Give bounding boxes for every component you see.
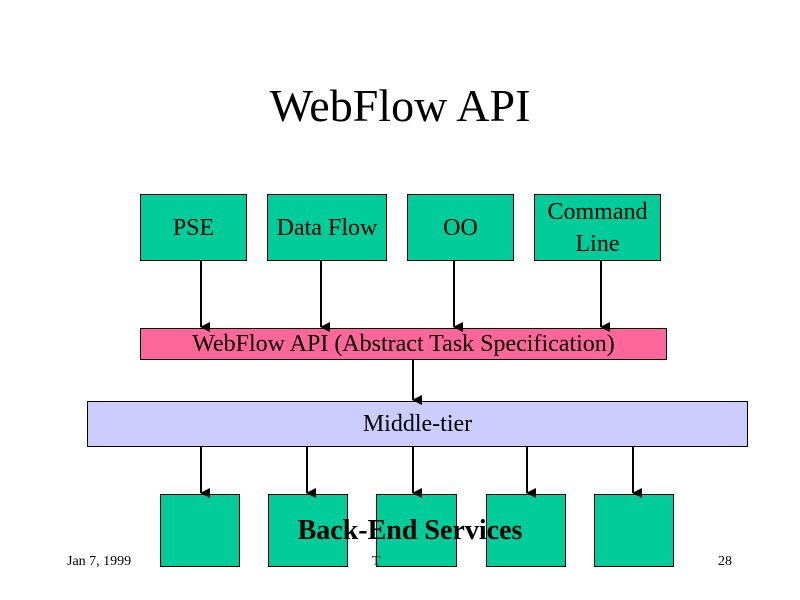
backend-service-box xyxy=(268,494,348,567)
slide-title: WebFlow API xyxy=(269,80,531,131)
pse-label: PSE xyxy=(172,214,215,241)
footer-page-number: 28 xyxy=(718,554,732,569)
webflow-api-box: WebFlow API (Abstract Task Specification… xyxy=(140,328,667,360)
footer-date: Jan 7, 1999 xyxy=(67,554,132,569)
backend-service-box xyxy=(594,494,674,567)
pse-box: PSE xyxy=(140,194,247,261)
data-flow-label: Data Flow xyxy=(276,214,378,241)
data-flow-box: Data Flow xyxy=(267,194,387,261)
oo-label: OO xyxy=(443,214,478,241)
footer-center-text: T xyxy=(372,554,381,569)
middle-tier-box: Middle-tier xyxy=(87,401,748,447)
backend-service-box xyxy=(376,494,457,567)
backend-services-label: Back-End Services xyxy=(297,515,523,546)
oo-box: OO xyxy=(407,194,514,261)
command-line-box: Command Line xyxy=(534,194,661,261)
middle-tier-label: Middle-tier xyxy=(362,411,473,437)
command-line-label: Command Line xyxy=(547,198,648,257)
backend-service-box xyxy=(486,494,566,567)
webflow-api-label: WebFlow API (Abstract Task Specification… xyxy=(192,331,615,357)
